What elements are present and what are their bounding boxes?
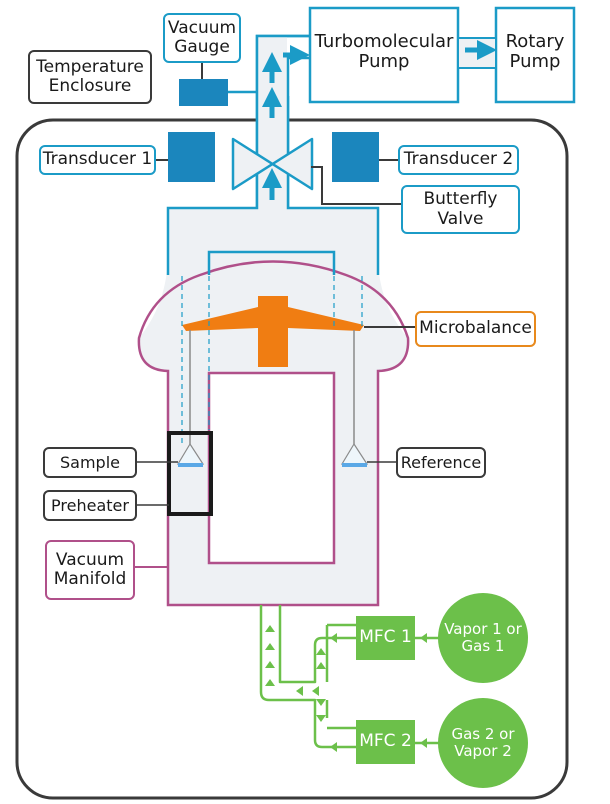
gas-2-vapor-2-source	[438, 698, 528, 788]
transducer-2-label: Transducer 2	[398, 145, 519, 175]
preheater-label: Preheater	[43, 490, 137, 521]
reference-pan-base	[342, 463, 367, 467]
vacuum-gauge-sensor	[179, 79, 228, 106]
gas-lines	[259, 605, 356, 749]
vapor-1-gas-1-source	[438, 593, 528, 683]
vacuum-gauge-label: Vacuum Gauge	[163, 13, 241, 63]
pump-link	[457, 37, 497, 69]
butterfly-valve-leader	[311, 166, 401, 205]
turbomolecular-pump-box	[308, 6, 460, 104]
microbalance-label: Microbalance	[415, 311, 536, 347]
sample-pan-base	[178, 463, 203, 467]
mfc-2-label: MFC 2	[359, 731, 412, 752]
preheater-frame	[167, 431, 213, 516]
vapor-1-gas-1-label: Vapor 1 or Gas 1	[444, 620, 522, 655]
turbomolecular-pump-label: Turbomolecular Pump	[314, 30, 454, 72]
transducer-1-label: Transducer 1	[39, 145, 156, 175]
transducer-2-sensor	[332, 132, 379, 182]
gas-flow-arrows	[265, 625, 427, 752]
arrow-icon	[330, 742, 337, 752]
chamber-inner-white	[207, 371, 336, 565]
rotary-pump-label: Rotary Pump	[505, 30, 565, 72]
arrow-icon	[265, 625, 275, 632]
mfc-2-box	[356, 720, 415, 764]
butterfly-valve-icon	[231, 137, 314, 191]
arrow-icon	[296, 686, 303, 696]
temperature-enclosure-label: Temperature Enclosure	[28, 50, 152, 104]
transducer-1-sensor	[168, 132, 215, 182]
rotary-pump-box	[494, 6, 576, 104]
reference-label: Reference	[396, 447, 486, 478]
arrow-icon	[316, 699, 326, 706]
arrow-icon	[312, 686, 319, 696]
mfc-1-box	[356, 616, 415, 660]
temperature-enclosure-outline	[15, 118, 569, 800]
chamber-inner-top	[207, 250, 336, 275]
mfc-1-label: MFC 1	[359, 627, 412, 648]
arrow-icon	[265, 661, 275, 668]
arrow-icon	[316, 662, 326, 669]
gas-2-vapor-2-label: Gas 2 or Vapor 2	[451, 725, 515, 760]
arrow-icon	[330, 633, 337, 643]
arrow-icon	[265, 643, 275, 650]
arrow-icon	[265, 679, 275, 686]
butterfly-valve-label: Butterfly Valve	[401, 185, 520, 234]
sample-label: Sample	[43, 447, 137, 478]
vacuum-manifold-body	[138, 135, 409, 605]
arrow-icon	[316, 648, 326, 655]
vacuum-manifold-label: Vacuum Manifold	[45, 540, 135, 600]
arrow-icon	[316, 715, 326, 722]
microbalance-beam	[182, 296, 364, 367]
